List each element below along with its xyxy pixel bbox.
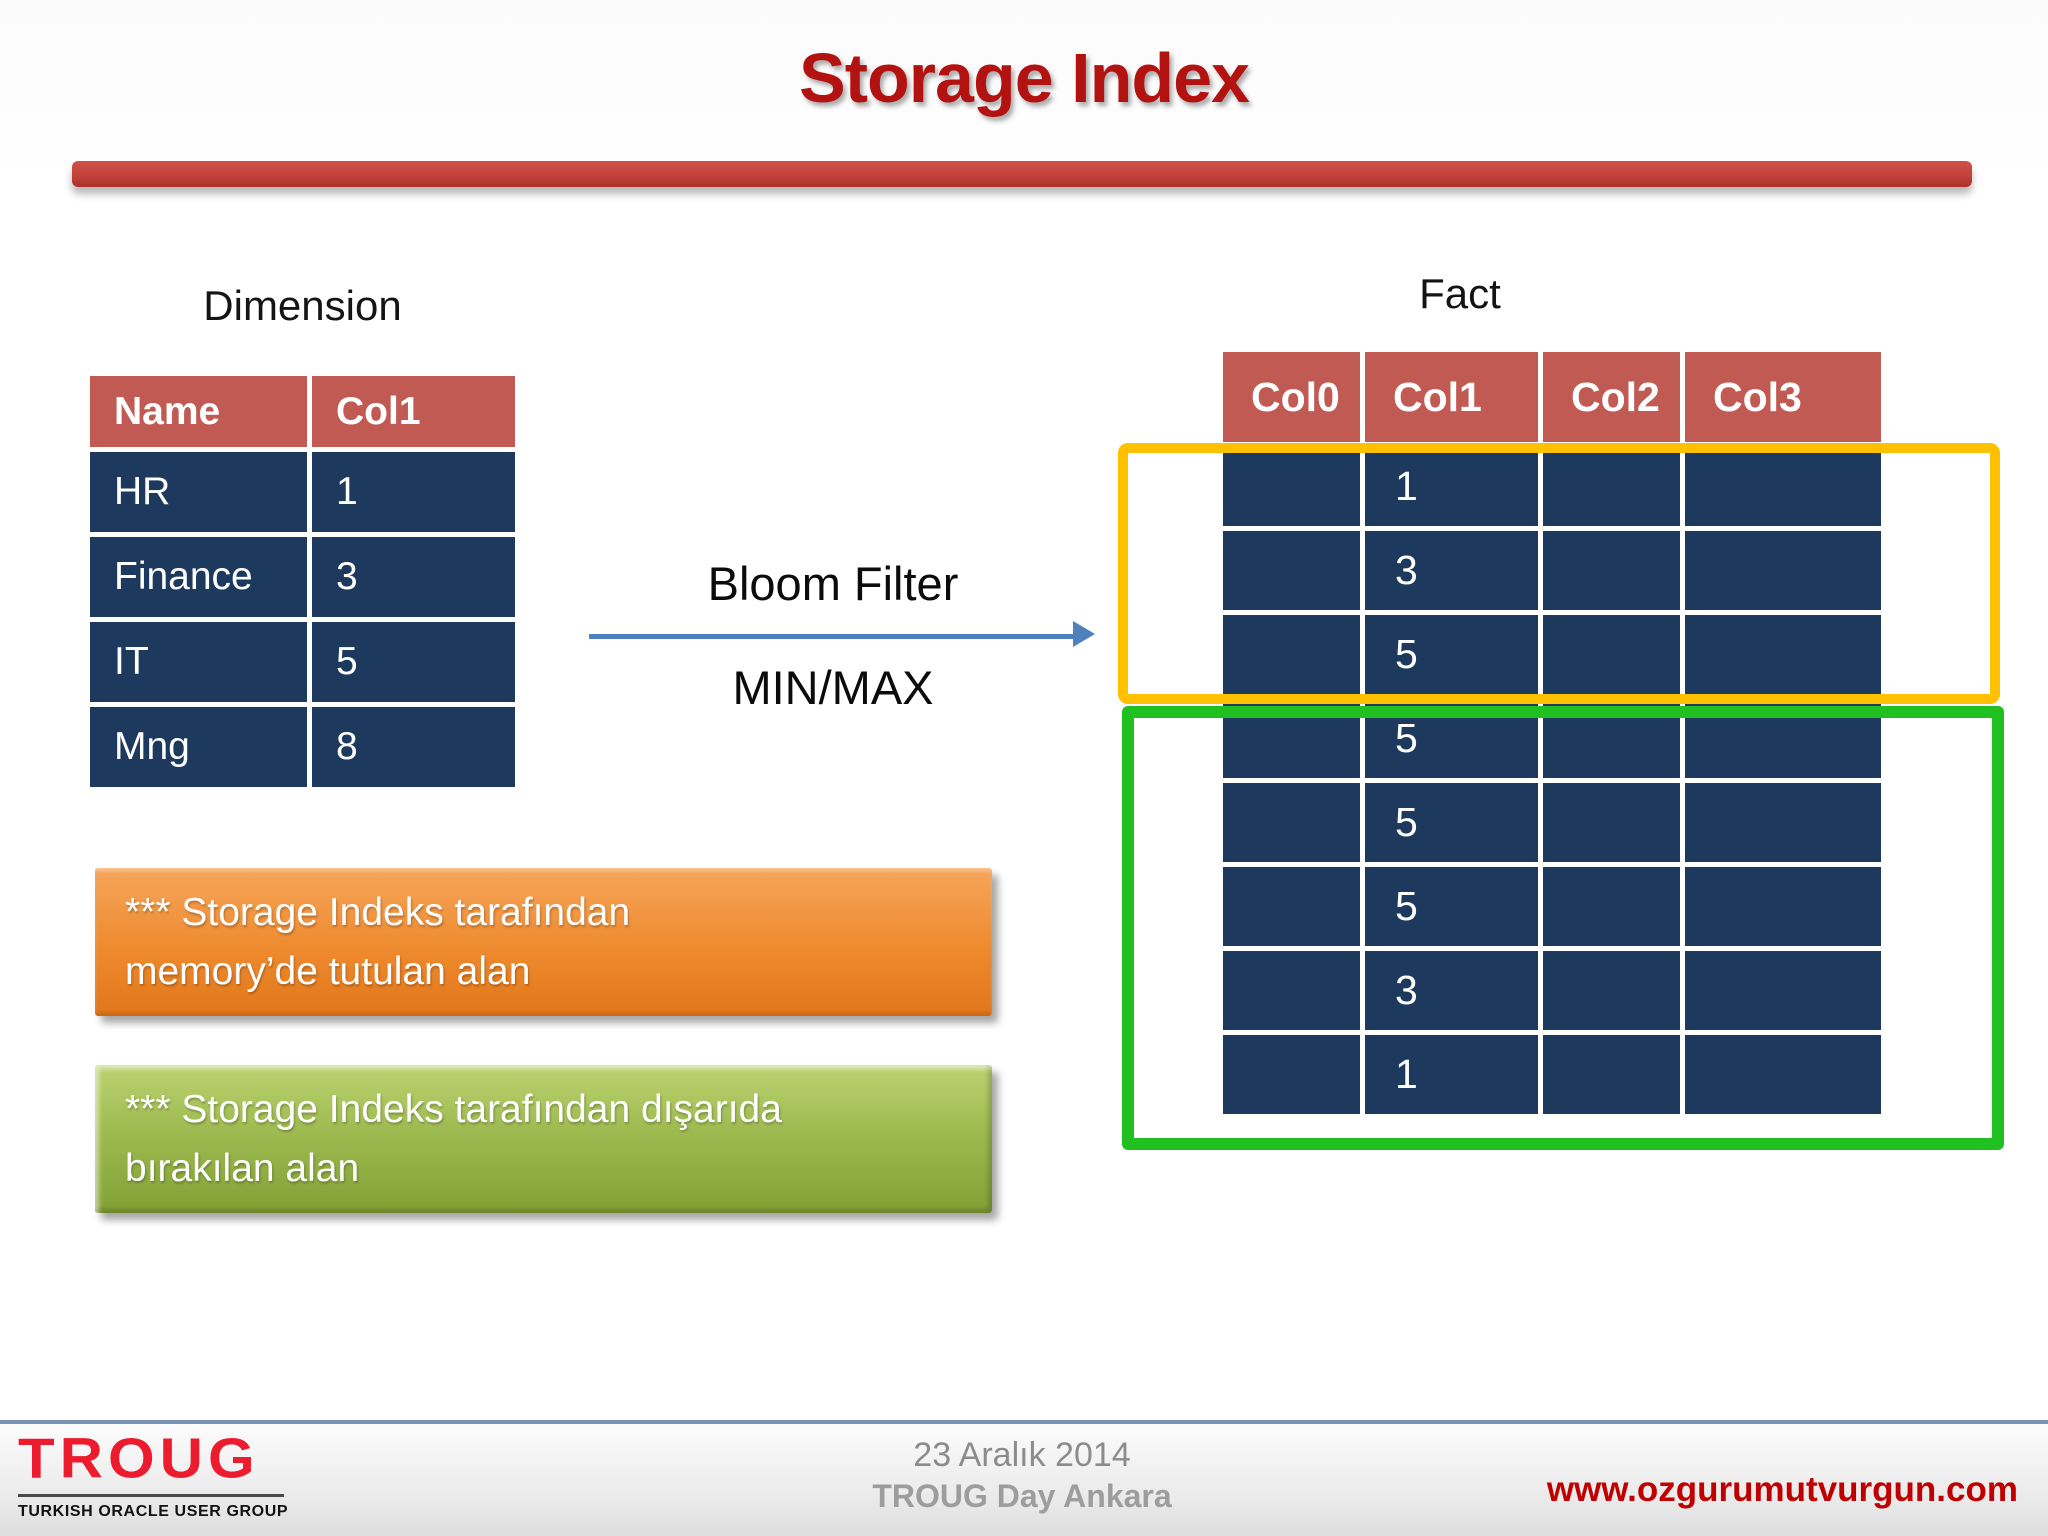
fact-cell bbox=[1685, 615, 1881, 694]
memory-region-highlight bbox=[1118, 443, 2000, 704]
dimension-cell: Finance bbox=[90, 537, 307, 617]
fact-cell bbox=[1685, 1035, 1881, 1114]
fact-cell bbox=[1543, 531, 1680, 610]
dimension-cell: 1 bbox=[312, 452, 515, 532]
dimension-cell: 8 bbox=[312, 707, 515, 787]
troug-logo-rule bbox=[18, 1494, 284, 1497]
fact-cell: 5 bbox=[1365, 783, 1538, 862]
fact-cell bbox=[1543, 867, 1680, 946]
fact-cell bbox=[1543, 951, 1680, 1030]
fact-cell: 1 bbox=[1365, 1035, 1538, 1114]
fact-cell: 1 bbox=[1365, 447, 1538, 526]
fact-header-cell: Col3 bbox=[1685, 352, 1881, 442]
fact-cell bbox=[1223, 447, 1360, 526]
excluded-note-text: *** Storage Indeks tarafından dışarıda b… bbox=[95, 1065, 992, 1198]
dimension-cell: HR bbox=[90, 452, 307, 532]
bloom-filter-label: Bloom Filter bbox=[707, 557, 959, 610]
min-max-label: MIN/MAX bbox=[732, 661, 934, 714]
fact-cell: 5 bbox=[1365, 867, 1538, 946]
dimension-header-cell: Name bbox=[90, 376, 307, 447]
fact-cell bbox=[1543, 615, 1680, 694]
fact-cell bbox=[1223, 951, 1360, 1030]
fact-cell bbox=[1223, 531, 1360, 610]
footer-website-link[interactable]: www.ozgurumutvurgun.com bbox=[1546, 1470, 2018, 1509]
troug-logo-subtitle: TURKISH ORACLE USER GROUP bbox=[18, 1503, 289, 1520]
footer-event: TROUG Day Ankara bbox=[872, 1478, 1172, 1514]
fact-table-label: Fact bbox=[1419, 270, 1501, 317]
flow-arrowhead-icon bbox=[1073, 621, 1095, 647]
memory-note-text: *** Storage Indeks tarafından memory’de … bbox=[95, 868, 992, 1001]
dimension-cell: Mng bbox=[90, 707, 307, 787]
memory-note-line1: *** Storage Indeks tarafından bbox=[125, 891, 631, 934]
troug-logo: TROUG TURKISH ORACLE USER GROUP bbox=[18, 1428, 298, 1521]
dimension-cell: 5 bbox=[312, 622, 515, 702]
memory-note-box: *** Storage Indeks tarafından memory’de … bbox=[95, 868, 992, 1016]
fact-cell bbox=[1685, 867, 1881, 946]
fact-cell bbox=[1685, 531, 1881, 610]
fact-cell bbox=[1223, 867, 1360, 946]
flow-arrow-icon bbox=[589, 634, 1075, 639]
fact-cell: 5 bbox=[1365, 615, 1538, 694]
excluded-note-line1: *** Storage Indeks tarafından dışarıda bbox=[125, 1088, 782, 1131]
dimension-cell: IT bbox=[90, 622, 307, 702]
page-title: Storage Index bbox=[799, 39, 1250, 117]
dimension-header-cell: Col1 bbox=[312, 376, 515, 447]
fact-cell bbox=[1223, 783, 1360, 862]
fact-cell bbox=[1685, 783, 1881, 862]
dimension-cell: 3 bbox=[312, 537, 515, 617]
fact-cell bbox=[1685, 951, 1881, 1030]
fact-cell bbox=[1223, 615, 1360, 694]
fact-cell bbox=[1685, 447, 1881, 526]
footer-divider bbox=[0, 1420, 2048, 1424]
dimension-table-label: Dimension bbox=[203, 282, 402, 329]
fact-cell bbox=[1543, 1035, 1680, 1114]
fact-cell bbox=[1543, 447, 1680, 526]
fact-cell: 3 bbox=[1365, 951, 1538, 1030]
excluded-region-highlight bbox=[1122, 706, 2004, 1150]
memory-note-line2: memory’de tutulan alan bbox=[125, 950, 531, 993]
fact-header-cell: Col2 bbox=[1543, 352, 1680, 442]
fact-cell bbox=[1543, 783, 1680, 862]
fact-cell bbox=[1223, 1035, 1360, 1114]
fact-header-cell: Col0 bbox=[1223, 352, 1360, 442]
fact-header-cell: Col1 bbox=[1365, 352, 1538, 442]
fact-cell: 3 bbox=[1365, 531, 1538, 610]
excluded-note-line2: bırakılan alan bbox=[125, 1147, 360, 1190]
footer-date: 23 Aralık 2014 bbox=[913, 1436, 1131, 1474]
excluded-note-box: *** Storage Indeks tarafından dışarıda b… bbox=[95, 1065, 992, 1213]
troug-logo-text: TROUG bbox=[18, 1426, 260, 1490]
title-divider-bar bbox=[72, 161, 1972, 187]
footer-background bbox=[0, 1424, 2048, 1536]
